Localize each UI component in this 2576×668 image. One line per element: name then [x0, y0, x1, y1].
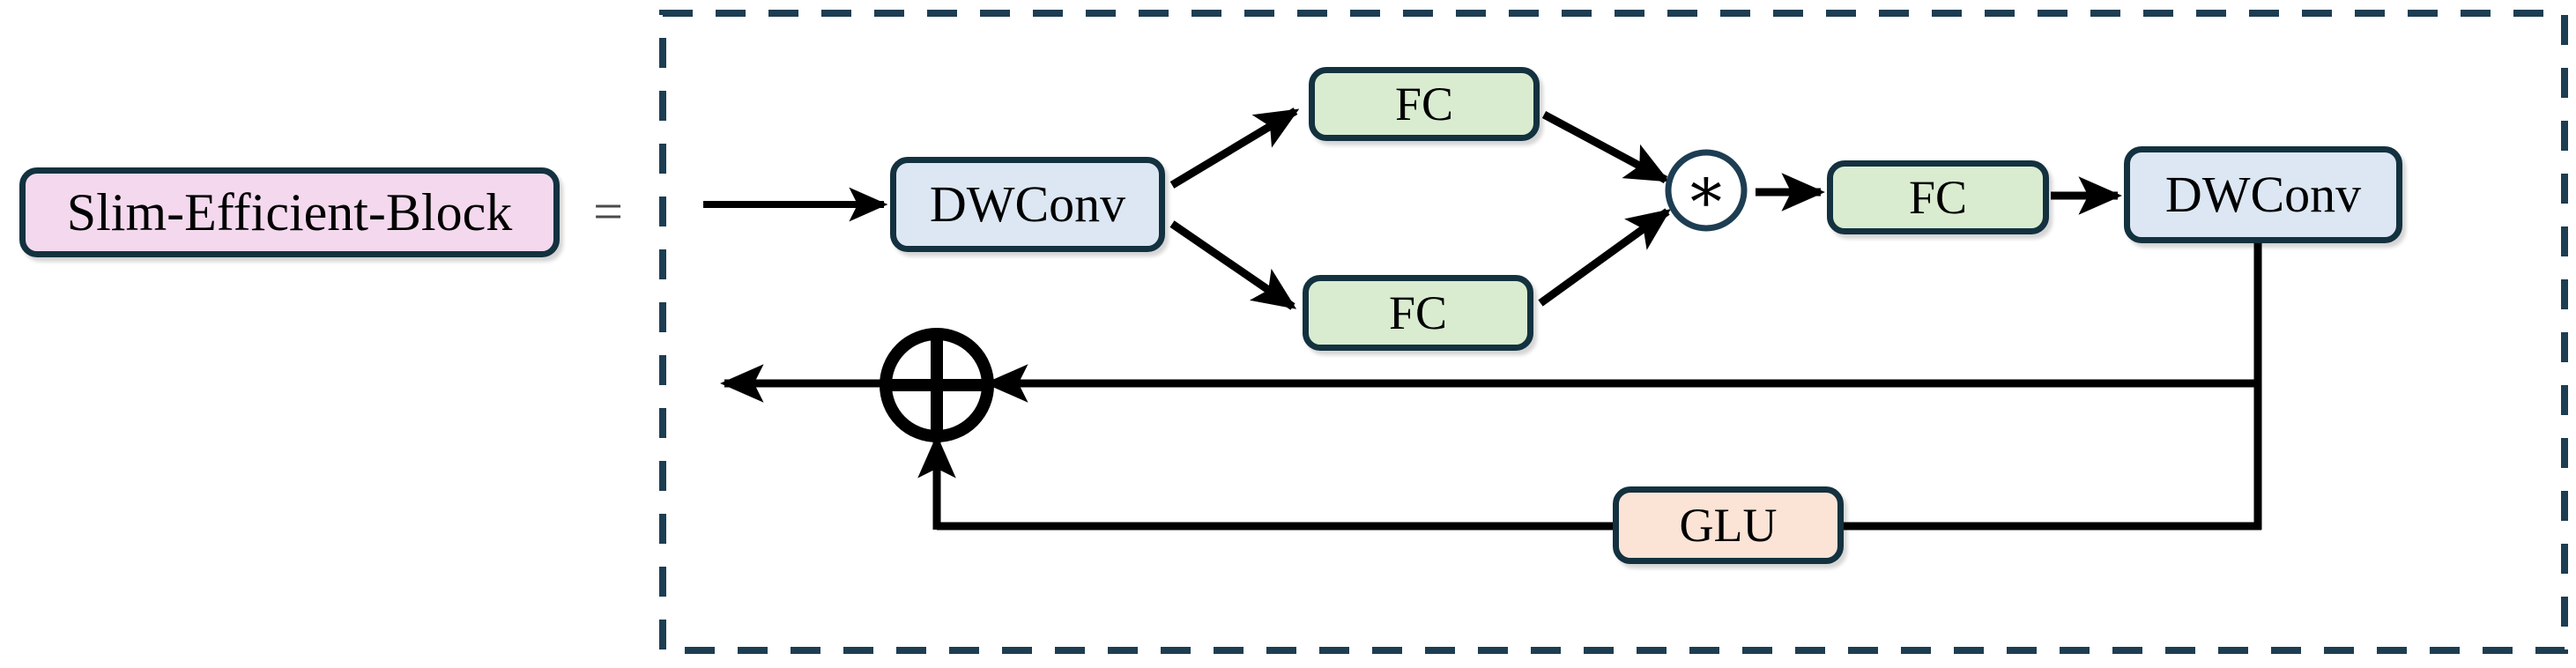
- edge-fc-bottom-to-multiply: [1538, 208, 1672, 307]
- node-dwconv-1[interactable]: DWConv: [890, 157, 1165, 252]
- edge-fc-top-to-multiply: [1541, 111, 1670, 183]
- slim-efficient-block-label-box[interactable]: Slim-Efficient-Block: [19, 167, 560, 257]
- slim-efficient-block-label: Slim-Efficient-Block: [66, 183, 513, 241]
- edge-dwconv1-to-fc-bottom: [1169, 220, 1297, 310]
- node-dwconv-2[interactable]: DWConv: [2124, 146, 2402, 243]
- dashed-container-border: [659, 10, 2568, 654]
- node-fc-top[interactable]: FC: [1309, 67, 1540, 141]
- multiply-operator-circle: [1665, 149, 1748, 232]
- node-fc-mid[interactable]: FC: [1827, 160, 2049, 234]
- node-fc-mid-label: FC: [1908, 171, 1968, 224]
- edge-dwconv1-to-fc-top: [1169, 108, 1300, 189]
- node-fc-bottom[interactable]: FC: [1303, 275, 1533, 351]
- equals-sign: =: [593, 182, 623, 241]
- node-fc-bottom-label: FC: [1388, 286, 1448, 339]
- node-dwconv-2-label: DWConv: [2164, 166, 2362, 223]
- node-dwconv-1-label: DWConv: [929, 175, 1126, 233]
- node-fc-top-label: FC: [1394, 78, 1454, 130]
- node-glu-label: GLU: [1679, 499, 1778, 552]
- node-glu[interactable]: GLU: [1613, 486, 1844, 564]
